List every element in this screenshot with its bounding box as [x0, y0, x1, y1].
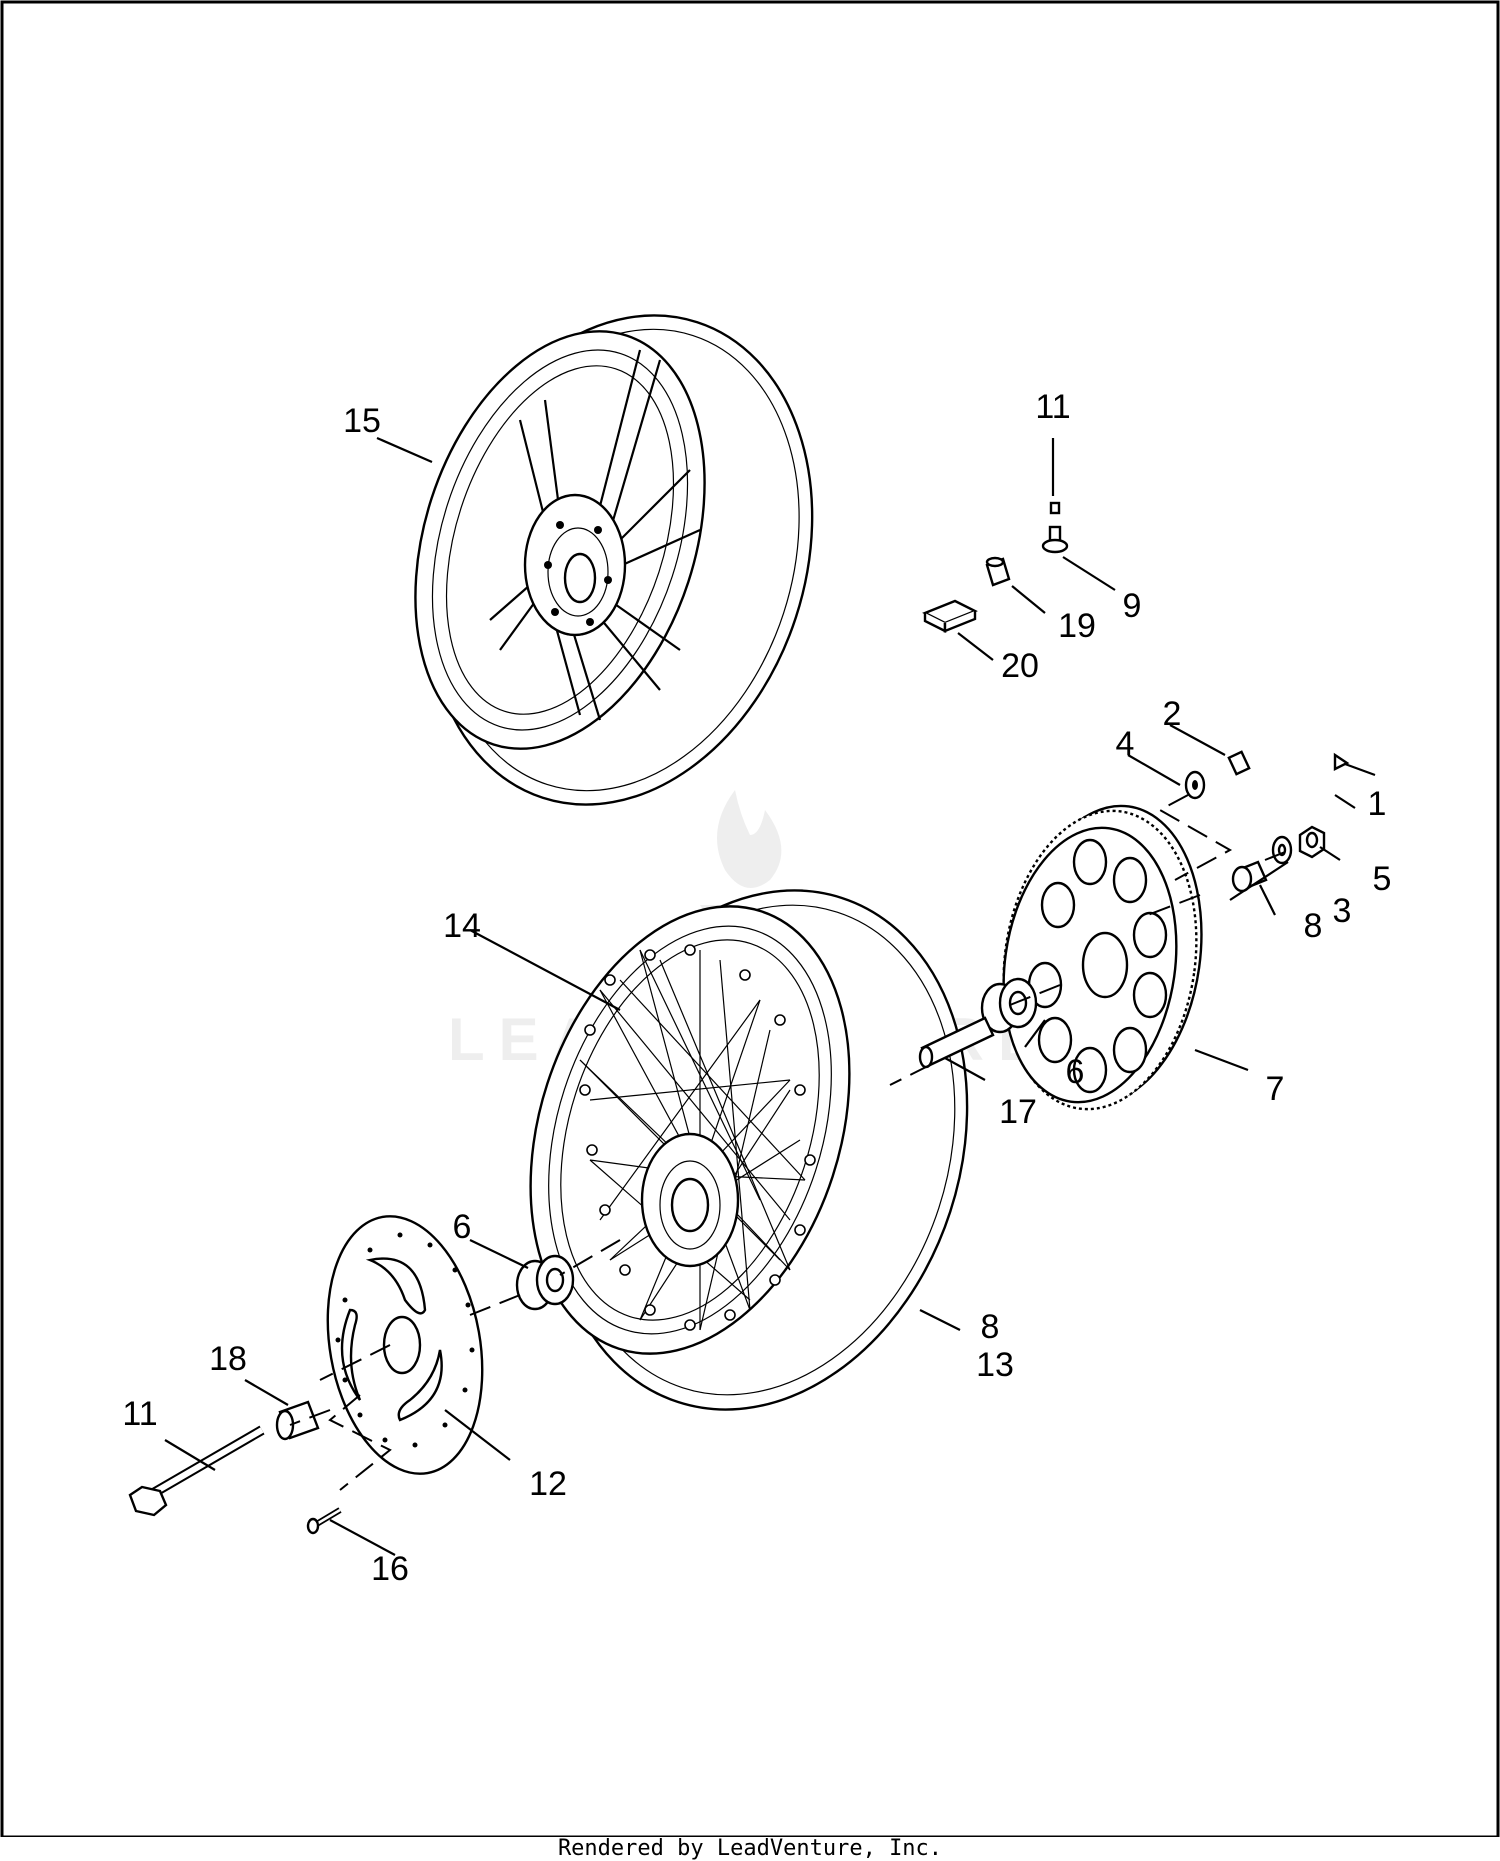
- callout-5: 5: [1373, 860, 1392, 898]
- callout-1: 1: [1368, 785, 1387, 823]
- leader-lines: [164, 436, 1356, 1556]
- callout-8: 8: [981, 1308, 1000, 1346]
- washer-3[interactable]: [1271, 835, 1293, 865]
- callout-21: 20: [1001, 647, 1039, 685]
- callout-9: 8: [1304, 907, 1323, 945]
- valve-cap-12[interactable]: [1049, 501, 1061, 515]
- callout-18: 17: [999, 1093, 1037, 1131]
- callout-17: 16: [371, 1550, 409, 1588]
- callout-11: 11: [122, 1395, 157, 1433]
- callout-3: 3: [1333, 892, 1352, 930]
- footer-credit: Rendered by LeadVenture, Inc.: [558, 1836, 942, 1861]
- callout-6-lower: 6: [453, 1208, 472, 1246]
- valve-stem-10[interactable]: [1041, 525, 1069, 554]
- callout-12: 11: [1035, 388, 1070, 426]
- callout-15: 14: [443, 907, 481, 945]
- callout-14: 13: [976, 1346, 1014, 1384]
- callout-6-upper: 6: [1066, 1053, 1085, 1091]
- rear-pulley-7[interactable]: [985, 794, 1220, 1122]
- spacer-19[interactable]: [275, 1400, 320, 1441]
- sleeve-20[interactable]: [985, 556, 1011, 587]
- axle-11[interactable]: [128, 1425, 265, 1517]
- callout-13: 12: [529, 1465, 567, 1503]
- weight-21[interactable]: [922, 599, 978, 633]
- laced-wheel-8[interactable]: [476, 836, 1032, 1464]
- spacer-18[interactable]: [918, 1016, 995, 1069]
- bearing-6-lower[interactable]: [515, 1254, 575, 1311]
- callout-10: 9: [1123, 587, 1142, 625]
- cast-wheel-16[interactable]: [365, 265, 873, 855]
- callout-20: 19: [1058, 607, 1096, 645]
- nut-5[interactable]: [1298, 825, 1326, 859]
- spacer-9[interactable]: [1231, 860, 1268, 893]
- assembly-lines: [289, 794, 1286, 1491]
- callout-2: 2: [1163, 695, 1182, 733]
- callout-16: 15: [343, 402, 381, 440]
- washer-4[interactable]: [1184, 770, 1206, 800]
- callouts: 15 11 9 19 20 2 4 1 5 3 8 14 6 7 17 6 8 …: [122, 388, 1391, 1588]
- brake-rotor-13[interactable]: [309, 1204, 502, 1486]
- callout-7: 7: [1266, 1070, 1285, 1108]
- bearing-6-upper[interactable]: [980, 977, 1038, 1034]
- screw-17[interactable]: [306, 1507, 342, 1535]
- callout-4: 4: [1116, 725, 1135, 763]
- cotter-pin-1[interactable]: [1333, 752, 1376, 777]
- callout-19: 18: [209, 1340, 247, 1378]
